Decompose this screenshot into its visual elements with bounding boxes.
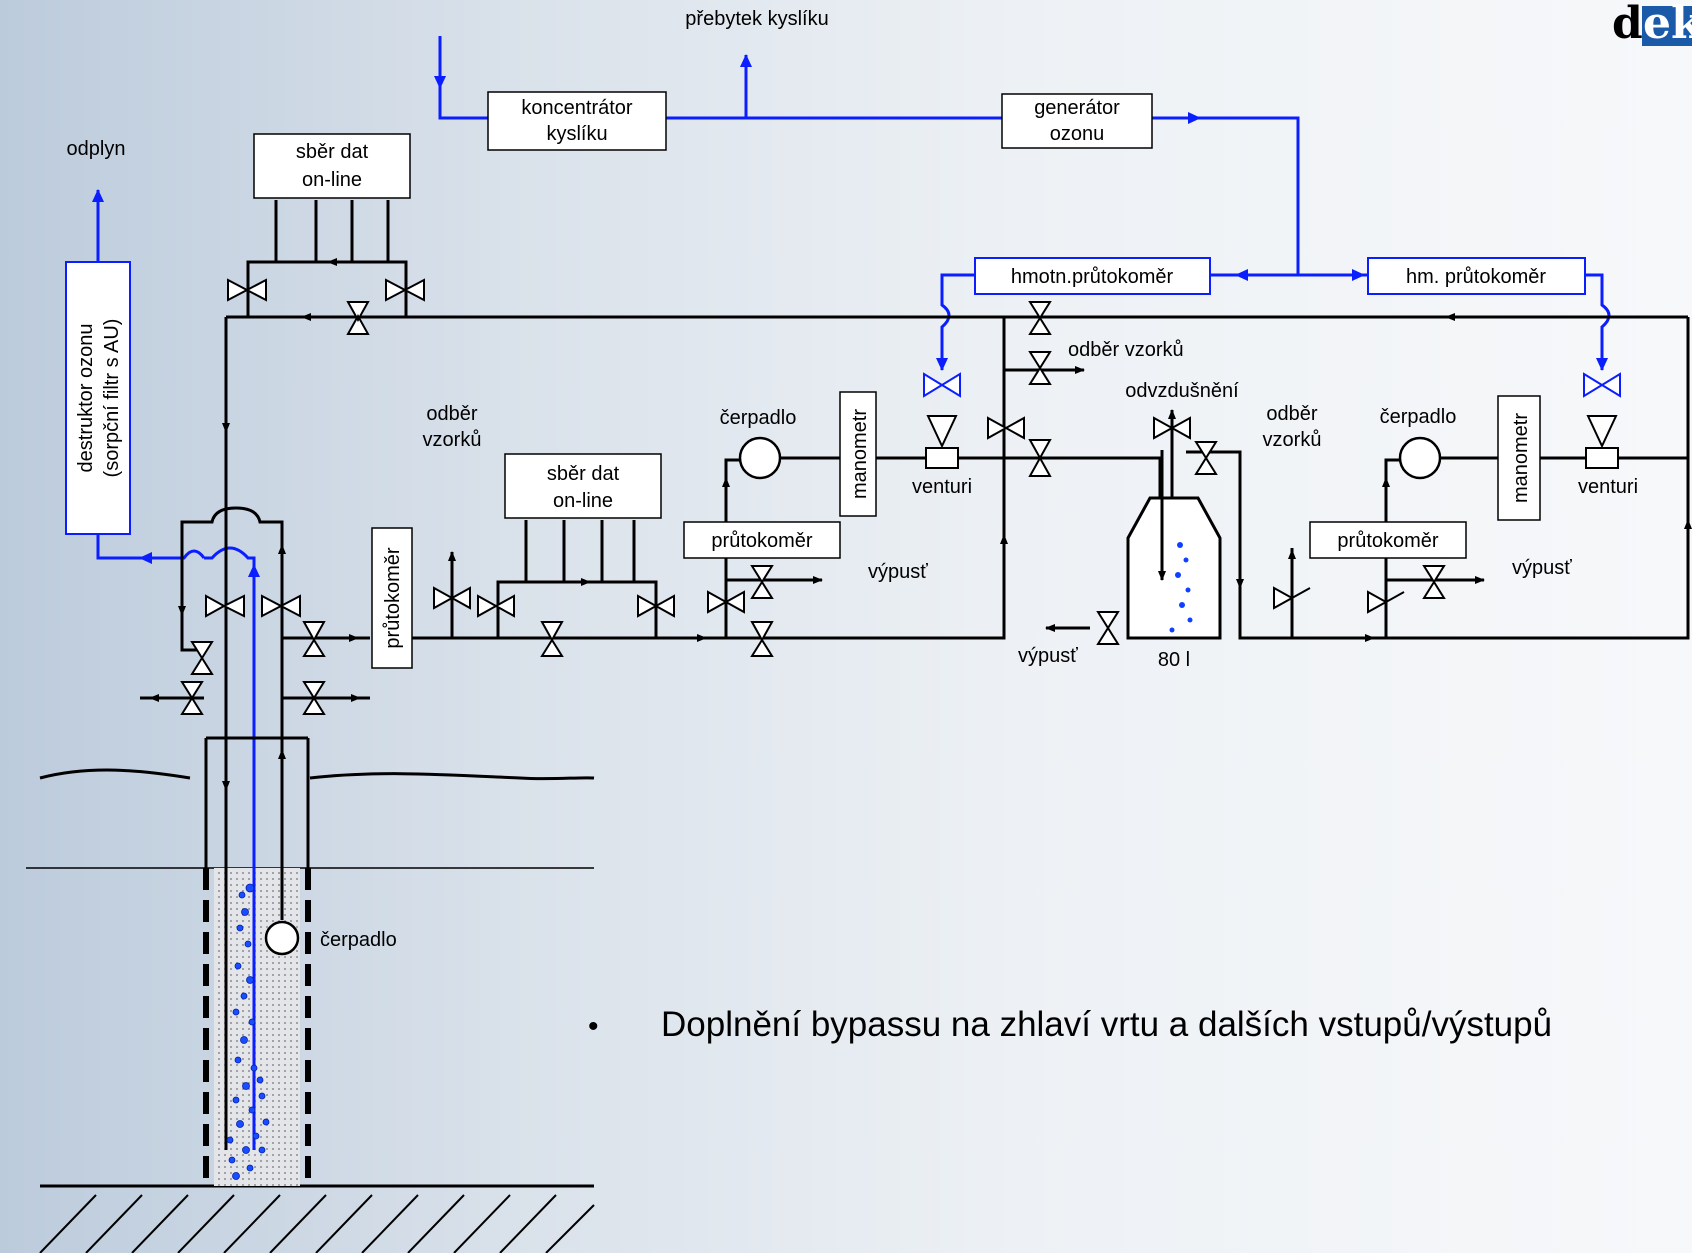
svg-text:odběr vzorků: odběr vzorků — [1068, 339, 1184, 361]
manometer-box-2: manometr — [1497, 395, 1541, 521]
well-pump — [264, 920, 300, 956]
free-labels: přebytek kyslíku odplyn odběr vzorků odb… — [67, 8, 1638, 951]
svg-text:d: d — [1612, 0, 1643, 49]
tank-80l — [1126, 450, 1222, 640]
svg-text:výpusť: výpusť — [1512, 557, 1572, 579]
svg-text:vzorků: vzorků — [423, 429, 482, 451]
svg-text:výpusť: výpusť — [1018, 645, 1078, 667]
svg-text:generátor: generátor — [1034, 97, 1120, 119]
svg-text:průtokoměr: průtokoměr — [382, 547, 404, 648]
data-collection-box-mid: sběr dat on-line — [504, 453, 662, 519]
oxygen-inlet-line — [438, 36, 488, 120]
svg-text:manometr: manometr — [849, 409, 871, 499]
svg-text:ek: ek — [1643, 0, 1692, 49]
logo: d ek — [1612, 0, 1692, 49]
svg-text:průtokoměr: průtokoměr — [711, 530, 812, 552]
svg-text:průtokoměr: průtokoměr — [1337, 530, 1438, 552]
venturi-symbols — [925, 415, 1619, 469]
svg-text:ozonu: ozonu — [1050, 123, 1105, 145]
svg-text:odvzdušnění: odvzdušnění — [1125, 380, 1239, 402]
svg-text:hmotn.průtokoměr: hmotn.průtokoměr — [1011, 266, 1174, 288]
svg-text:on-line: on-line — [553, 490, 613, 512]
svg-text:80 l: 80 l — [1158, 649, 1190, 671]
svg-text:Doplnění bypassu na zhlaví vrt: Doplnění bypassu na zhlaví vrtu a dalšíc… — [661, 1005, 1552, 1044]
svg-text:odplyn: odplyn — [67, 138, 126, 160]
bullet-caption: • Doplnění bypassu na zhlaví vrtu a dalš… — [588, 1005, 1552, 1044]
svg-text:odběr: odběr — [1266, 403, 1317, 425]
svg-text:hm. průtokoměr: hm. průtokoměr — [1406, 266, 1546, 288]
oxygen-lines — [92, 36, 1611, 745]
flowmeter-box-2: průtokoměr — [1309, 521, 1467, 559]
svg-text:čerpadlo: čerpadlo — [1380, 406, 1457, 428]
svg-text:výpusť: výpusť — [868, 561, 928, 583]
svg-text:destruktor ozonu: destruktor ozonu — [75, 324, 97, 473]
ozone-generator-box: generátor ozonu — [1001, 93, 1153, 149]
svg-text:odběr: odběr — [426, 403, 477, 425]
svg-text:(sorpční filtr s AU): (sorpční filtr s AU) — [101, 319, 123, 478]
ozone-destructor-box: destruktor ozonu (sorpční filtr s AU) — [65, 261, 131, 535]
svg-text:čerpadlo: čerpadlo — [320, 929, 397, 951]
mass-flowmeter-box-2: hm. průtokoměr — [1367, 257, 1586, 295]
svg-text:venturi: venturi — [1578, 476, 1638, 498]
mass-flowmeter-box-1: hmotn.průtokoměr — [974, 257, 1211, 295]
svg-text:sběr dat: sběr dat — [296, 141, 369, 163]
svg-text:čerpadlo: čerpadlo — [720, 407, 797, 429]
svg-text:vzorků: vzorků — [1263, 429, 1322, 451]
svg-text:manometr: manometr — [1510, 413, 1532, 503]
blue-valves — [923, 372, 1621, 398]
valves — [180, 278, 1446, 715]
well — [26, 736, 595, 1253]
svg-text:on-line: on-line — [302, 169, 362, 191]
manometer-box-1: manometr — [839, 391, 877, 517]
flowmeter-vertical-box: průtokoměr — [371, 527, 413, 669]
svg-text:kyslíku: kyslíku — [546, 123, 607, 145]
water-lines — [140, 200, 1692, 745]
svg-text:koncentrátor: koncentrátor — [521, 97, 633, 119]
svg-text:•: • — [588, 1010, 599, 1043]
pump-symbols — [738, 436, 1442, 480]
svg-text:sběr dat: sběr dat — [547, 463, 620, 485]
flowmeter-box-1: průtokoměr — [683, 521, 841, 559]
svg-text:venturi: venturi — [912, 476, 972, 498]
svg-text:přebytek kyslíku: přebytek kyslíku — [685, 8, 828, 30]
oxygen-concentrator-box: koncentrátor kyslíku — [487, 91, 667, 151]
data-collection-box-top: sběr dat on-line — [253, 133, 411, 199]
